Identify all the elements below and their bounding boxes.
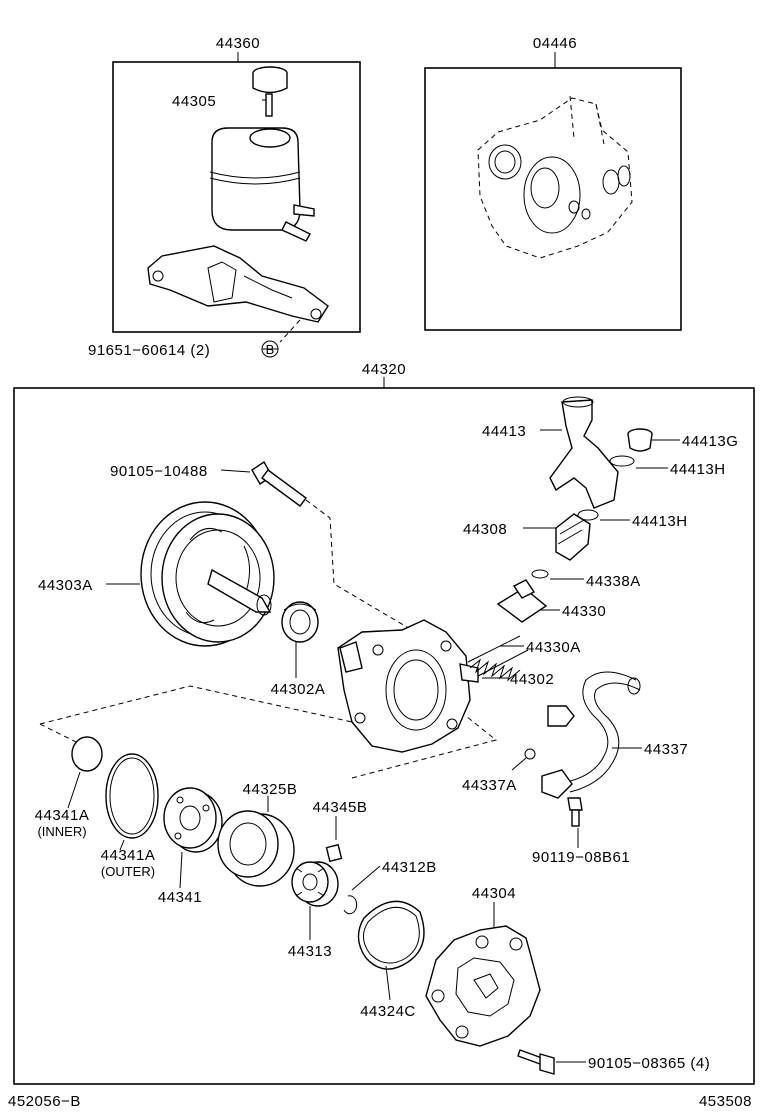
relief-spring-part [467, 635, 529, 682]
label-b: B [266, 342, 275, 357]
label-44325b: 44325B [243, 781, 298, 798]
reference-marker-b [261, 340, 279, 358]
label-44345b: 44345B [313, 799, 368, 816]
label-44413: 44413 [482, 423, 526, 440]
pressure-pipe-part [541, 671, 641, 799]
o-ring-outer-part [105, 753, 159, 839]
reservoir-box [112, 61, 361, 333]
label-44337a: 44337A [462, 777, 517, 794]
label-44304: 44304 [472, 885, 516, 902]
label-44324c: 44324C [360, 1003, 416, 1020]
snap-ring-part [343, 895, 358, 915]
o-ring-inner-part [71, 736, 103, 772]
cam-ring-part [217, 810, 295, 887]
label-90105-10488: 90105−10488 [110, 463, 208, 480]
o-ring-44413h-upper [609, 455, 635, 467]
reservoir-tank-part [209, 127, 315, 242]
label-44338a: 44338A [586, 573, 641, 590]
pump-housing-part [337, 619, 479, 753]
label-04446: 04446 [533, 35, 577, 52]
label-inner: (INNER) [37, 824, 86, 839]
rotor-part [291, 861, 339, 907]
vane-part [325, 843, 343, 863]
label-outer: (OUTER) [101, 864, 155, 879]
label-44337: 44337 [644, 741, 688, 758]
label-44360: 44360 [216, 35, 260, 52]
label-44413h-upper: 44413H [670, 461, 726, 478]
gasket-kit-box [424, 67, 682, 331]
rear-cover-part [425, 925, 541, 1047]
o-ring-44338a [531, 569, 549, 579]
pipe-bolt-part [567, 797, 583, 827]
label-44320: 44320 [362, 361, 406, 378]
label-90119-08b61: 90119−08B61 [532, 849, 630, 866]
label-44302a: 44302A [271, 681, 326, 698]
plug-44413g-part [627, 428, 653, 452]
pulley-bolt-part [251, 461, 307, 507]
label-44341a-outer: 44341A [101, 847, 156, 864]
label-44341: 44341 [158, 889, 202, 906]
label-44303a: 44303A [38, 577, 93, 594]
label-91651-60614: 91651−60614 (2) [88, 342, 210, 359]
side-plate-part [163, 787, 223, 853]
label-44302: 44302 [510, 671, 554, 688]
flow-control-valve-part [496, 579, 548, 623]
label-44305: 44305 [172, 93, 216, 110]
gasket-44337a [524, 748, 536, 760]
reservoir-bracket-part [147, 245, 329, 323]
o-ring-44413h-lower [577, 509, 599, 521]
label-44312b: 44312B [382, 859, 437, 876]
label-44313: 44313 [288, 943, 332, 960]
footer-code-left: 452056−B [8, 1093, 81, 1110]
label-44330a: 44330A [526, 639, 581, 656]
footer-code-right: 453508 [699, 1093, 752, 1110]
label-44330: 44330 [562, 603, 606, 620]
return-fitting-part [549, 396, 619, 509]
label-44341a-inner: 44341A [35, 807, 90, 824]
reservoir-assembly-group [112, 52, 361, 358]
pulley-part [140, 501, 275, 647]
label-44413g: 44413G [682, 433, 738, 450]
union-fitting-part [555, 513, 591, 561]
label-90105-08365: 90105−08365 (4) [588, 1055, 710, 1072]
cover-gasket-part [357, 900, 425, 970]
label-44308: 44308 [463, 521, 507, 538]
reservoir-cap-part [252, 66, 288, 117]
large-o-ring [523, 156, 581, 234]
gasket-kit-group [424, 52, 682, 331]
label-44413h-lower: 44413H [632, 513, 688, 530]
cover-bolt-part [517, 1049, 555, 1075]
bearing-part [281, 601, 319, 643]
